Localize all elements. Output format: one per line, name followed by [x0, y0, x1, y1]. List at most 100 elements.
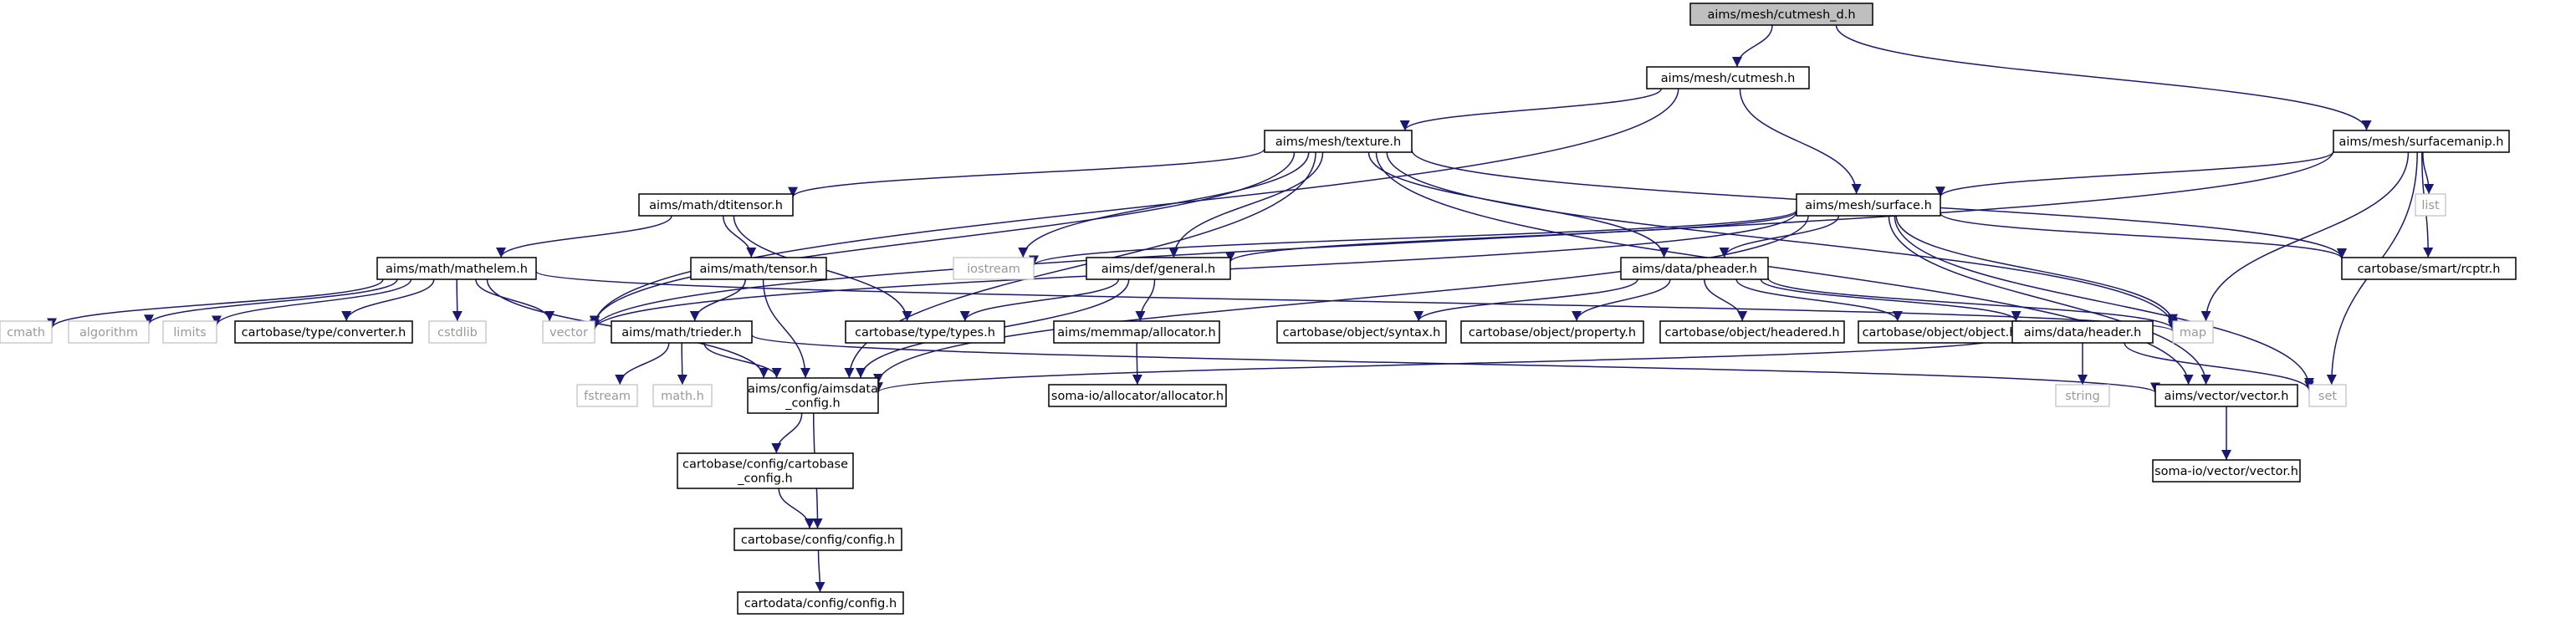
node-cartodata-config[interactable]: cartodata/config/config.h: [737, 591, 904, 615]
edge-pheader-to-header: [1760, 278, 2021, 322]
node-cutmesh[interactable]: aims/mesh/cutmesh.h: [1646, 66, 1810, 89]
node-label: cartobase/config/config.h: [741, 534, 895, 547]
node-limits: limits: [162, 320, 217, 344]
node-box: [542, 320, 595, 344]
node-label: map: [2180, 326, 2206, 340]
node-box: [2011, 320, 2154, 344]
edge-pheader-to-headered: [1704, 278, 1748, 322]
node-cutmesh-d[interactable]: aims/mesh/cutmesh_d.h: [1689, 3, 1873, 26]
node-box: [2415, 193, 2446, 217]
node-box: [2055, 384, 2110, 407]
node-dtitensor[interactable]: aims/math/dtitensor.h: [638, 193, 794, 217]
node-box: [376, 257, 537, 280]
node-label: cartobase/smart/rcptr.h: [2358, 263, 2501, 276]
edge-surface-to-set: [1894, 215, 2314, 388]
node-box: [2152, 459, 2301, 483]
node-converter[interactable]: cartobase/type/converter.h: [234, 320, 413, 344]
node-label: algorithm: [79, 326, 138, 340]
node-tensor[interactable]: aims/math/tensor.h: [690, 257, 827, 280]
edge-surfacemanip-to-list: [2422, 151, 2435, 195]
node-box: [1086, 257, 1231, 280]
node-label: aims/def/general.h: [1101, 263, 1216, 276]
edge-surface-to-rcptr: [1940, 212, 2347, 259]
node-label: aims/vector/vector.h: [2165, 390, 2289, 403]
edge-mathelem-to-converter: [341, 278, 435, 322]
node-label: cartobase/object/headered.h: [1664, 326, 1839, 340]
node-box: [652, 384, 713, 407]
node-headered[interactable]: cartobase/object/headered.h: [1659, 320, 1845, 344]
node-box: [1689, 3, 1873, 26]
edge-aimsdata_config-to-cartobase_config: [771, 412, 803, 454]
edge-cutmesh_d-to-cutmesh: [1731, 24, 1773, 68]
node-allocator[interactable]: aims/memmap/allocator.h: [1053, 320, 1220, 344]
edge-mathelem-to-map: [535, 270, 2178, 332]
node-types[interactable]: cartobase/type/types.h: [845, 320, 1005, 344]
node-surface[interactable]: aims/mesh/surface.h: [1796, 193, 1941, 217]
node-label: aims/mesh/cutmesh.h: [1661, 72, 1796, 85]
node-label: cartodata/config/config.h: [744, 597, 897, 610]
node-syntax[interactable]: cartobase/object/syntax.h: [1276, 320, 1447, 344]
edge-surfacemanip-to-surface: [1935, 151, 2334, 197]
node-vector: vector: [542, 320, 595, 344]
node-set: set: [2308, 384, 2347, 407]
node-label: aims/memmap/allocator.h: [1057, 326, 1215, 340]
edge-surface-to-map: [1895, 215, 2178, 324]
node-box: [845, 320, 1005, 344]
node-label: math.h: [661, 390, 704, 403]
node-config[interactable]: cartobase/config/config.h: [733, 528, 902, 551]
node-box: [690, 257, 827, 280]
node-somaalloc[interactable]: soma-io/allocator/allocator.h: [1048, 384, 1227, 407]
node-cmath: cmath: [0, 320, 53, 344]
node-label: _config.h: [785, 397, 840, 411]
node-label: vector: [549, 326, 588, 340]
node-label: aims/mesh/cutmesh_d.h: [1707, 8, 1855, 22]
edge-surface-to-general: [1225, 211, 1797, 263]
node-surfacemanip[interactable]: aims/mesh/surfacemanip.h: [2333, 130, 2510, 153]
node-property[interactable]: cartobase/object/property.h: [1460, 320, 1644, 344]
node-box: [576, 384, 638, 407]
node-label: limits: [173, 326, 206, 340]
node-box: [68, 320, 150, 344]
edge-surfacemanip-to-vector: [590, 150, 2334, 329]
node-aimsvector[interactable]: aims/vector/vector.h: [2154, 384, 2298, 407]
edge-tensor-to-trieder: [689, 278, 747, 322]
node-label: aims/data/pheader.h: [1632, 263, 1757, 276]
node-texture[interactable]: aims/mesh/texture.h: [1264, 130, 1413, 153]
node-label: cmath: [7, 326, 45, 340]
node-box: [2154, 384, 2298, 407]
node-map: map: [2172, 320, 2214, 344]
node-box: [1796, 193, 1941, 217]
node-fstream: fstream: [576, 384, 638, 407]
node-somavector[interactable]: soma-io/vector/vector.h: [2152, 459, 2301, 483]
node-label: string: [2065, 390, 2100, 403]
edges: [47, 24, 2435, 593]
node-label: fstream: [584, 390, 631, 403]
node-pheader[interactable]: aims/data/pheader.h: [1620, 257, 1769, 280]
node-cartobase-config[interactable]: cartobase/config/cartobase_config.h: [677, 452, 854, 489]
node-aimsdata-config[interactable]: aims/config/aimsdata_config.h: [747, 377, 879, 414]
edge-surface-to-pheader: [1719, 215, 1840, 258]
edge-texture-to-iostream: [1018, 151, 1310, 258]
node-object[interactable]: cartobase/object/object.h: [1858, 320, 2021, 344]
edge-tensor-to-aimsdata_config: [762, 278, 811, 379]
edge-texture-to-aimsvector: [1375, 151, 2194, 386]
node-label: aims/math/mathelem.h: [386, 263, 528, 276]
node-general[interactable]: aims/def/general.h: [1086, 257, 1231, 280]
node-mathh: math.h: [652, 384, 713, 407]
node-label: cartobase/type/types.h: [855, 326, 995, 340]
node-rcptr[interactable]: cartobase/smart/rcptr.h: [2341, 257, 2517, 280]
node-box: [1460, 320, 1644, 344]
node-label: soma-io/vector/vector.h: [2154, 465, 2298, 478]
edge-config-to-cartodata_config: [815, 549, 825, 593]
edge-mathelem-to-algorithm: [144, 278, 398, 325]
edge-texture-to-vector: [590, 151, 1296, 326]
node-label: aims/mesh/texture.h: [1275, 135, 1401, 149]
node-cstdlib: cstdlib: [428, 320, 487, 344]
node-mathelem[interactable]: aims/math/mathelem.h: [376, 257, 537, 280]
node-trieder[interactable]: aims/math/trieder.h: [611, 320, 753, 344]
edge-cartobase_config-to-config: [778, 488, 815, 529]
node-box: [0, 320, 53, 344]
node-box: [2341, 257, 2517, 280]
edge-cutmesh-to-surface: [1739, 88, 1862, 195]
node-header[interactable]: aims/data/header.h: [2011, 320, 2154, 344]
